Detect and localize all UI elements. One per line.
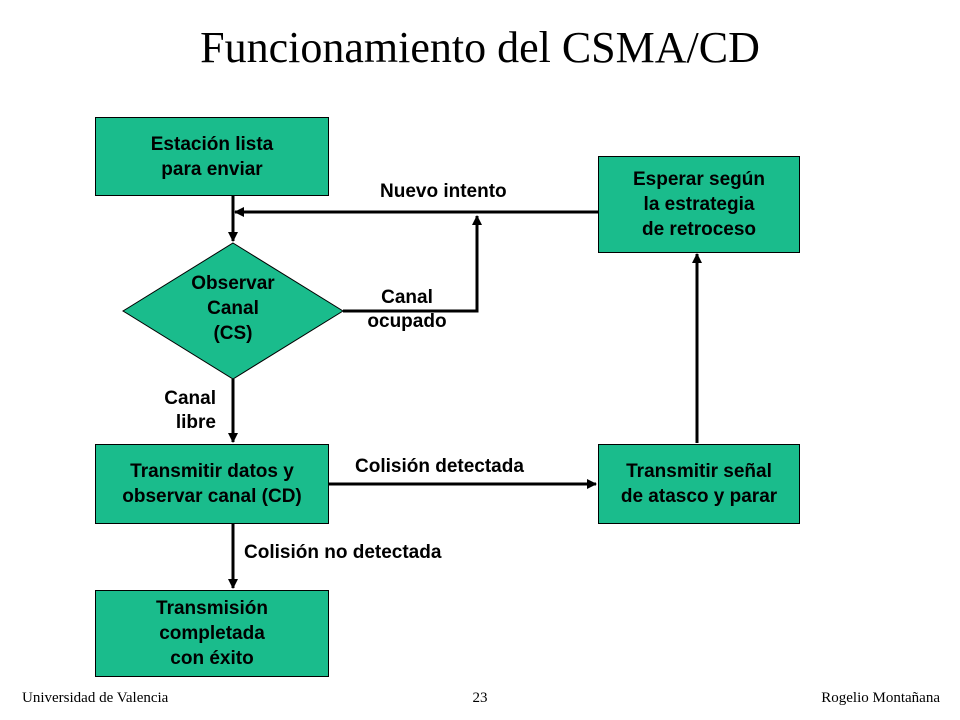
node-jam: Transmitir señal de atasco y parar xyxy=(598,444,800,524)
footer-page-number: 23 xyxy=(472,690,488,706)
edge-label-free: Canal libre xyxy=(164,388,216,433)
slide-title: Funcionamiento del CSMA/CD xyxy=(200,23,760,72)
node-transmit: Transmitir datos y observar canal (CD) xyxy=(95,444,329,524)
footer-right: Rogelio Montañana xyxy=(821,690,940,706)
edge-label-busy: Canal ocupado xyxy=(367,287,447,332)
edge-label-retry: Nuevo intento xyxy=(380,181,507,202)
footer-left: Universidad de Valencia xyxy=(22,690,169,706)
node-sense-label: Observar Canal (CS) xyxy=(191,272,275,344)
edge-label-no-collision: Colisión no detectada xyxy=(244,542,442,563)
node-success: Transmisión completada con éxito xyxy=(95,590,329,677)
edge-label-collision: Colisión detectada xyxy=(355,456,524,477)
node-ready: Estación lista para enviar xyxy=(95,117,329,196)
arrow-busy-to-retry xyxy=(343,215,482,313)
node-wait: Esperar según la estrategia de retroceso xyxy=(598,156,800,253)
